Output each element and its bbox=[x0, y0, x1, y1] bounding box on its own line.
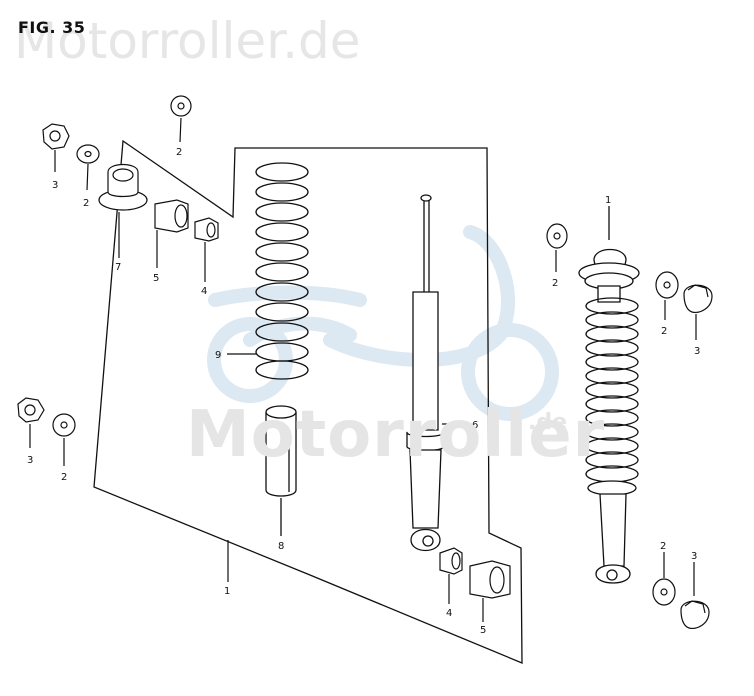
watermark-center: Motorroller bbox=[186, 398, 606, 472]
bushing-5-lower bbox=[469, 560, 511, 622]
callout-9: 9 bbox=[215, 350, 221, 361]
callout-3-right: 3 bbox=[694, 346, 700, 357]
callout-5-lower: 5 bbox=[480, 625, 486, 636]
kit-outline bbox=[93, 139, 523, 664]
callout-6: 6 bbox=[472, 420, 478, 431]
callout-2-upper-left: 2 bbox=[83, 198, 89, 209]
upper-cup-7 bbox=[98, 163, 148, 258]
callout-4-upper: 4 bbox=[201, 286, 207, 297]
washer-2-right-bottom bbox=[652, 552, 676, 606]
spring-9 bbox=[227, 162, 309, 380]
nut-3-right-bottom bbox=[680, 562, 710, 629]
washer-2-upper-left bbox=[76, 144, 100, 191]
collar-4-lower bbox=[439, 547, 463, 604]
washer-2-top bbox=[170, 95, 192, 143]
callout-3-left: 3 bbox=[27, 455, 33, 466]
callout-3-right-bottom: 3 bbox=[691, 551, 697, 562]
dust-tube-8 bbox=[265, 405, 297, 536]
callout-2-top: 2 bbox=[176, 147, 182, 158]
callout-8: 8 bbox=[278, 541, 284, 552]
watermark-top: Motorroller.de bbox=[14, 12, 361, 70]
callout-2-right-upper-left: 2 bbox=[552, 278, 558, 289]
scooter-watermark bbox=[207, 225, 559, 421]
callout-2-right-bottom: 2 bbox=[660, 541, 666, 552]
callout-1-bottom: 1 bbox=[224, 586, 230, 597]
shock-damper-6 bbox=[406, 194, 470, 552]
callout-4-lower: 4 bbox=[446, 608, 452, 619]
shock-assembly-1 bbox=[578, 206, 640, 584]
nut-3-left bbox=[17, 397, 45, 448]
washer-2-right-upper-left bbox=[546, 223, 568, 272]
washer-2-left bbox=[52, 413, 76, 466]
washer-2-right-a bbox=[655, 271, 679, 320]
callout-5-upper: 5 bbox=[153, 273, 159, 284]
collar-4-upper bbox=[194, 217, 219, 282]
nut-3-right bbox=[683, 284, 713, 340]
callout-1-right: 1 bbox=[605, 195, 611, 206]
watermark-center-suffix: .de bbox=[528, 410, 568, 435]
nut-3-upper-left bbox=[42, 123, 70, 172]
callout-7: 7 bbox=[115, 262, 121, 273]
figure-label: FIG. 35 bbox=[18, 18, 86, 37]
callout-3-upper-left: 3 bbox=[52, 180, 58, 191]
bushing-5-upper bbox=[154, 199, 189, 268]
callout-2-left: 2 bbox=[61, 472, 67, 483]
callout-2-right: 2 bbox=[661, 326, 667, 337]
